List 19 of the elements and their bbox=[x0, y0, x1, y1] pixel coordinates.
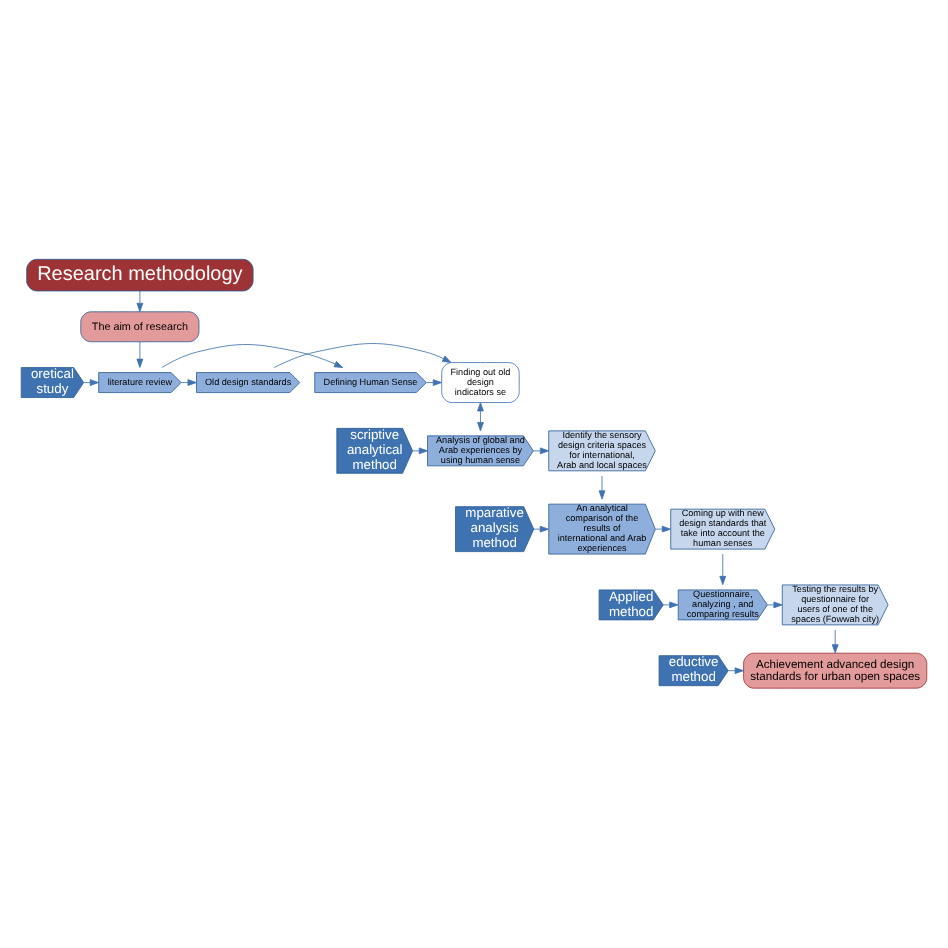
node-box: Research methodology bbox=[26, 257, 254, 291]
arrow bbox=[180, 378, 197, 385]
arrow bbox=[161, 343, 344, 367]
arrow bbox=[766, 600, 783, 608]
arrow bbox=[425, 378, 442, 385]
arrow bbox=[719, 552, 727, 585]
arrow bbox=[831, 628, 839, 653]
arrow bbox=[477, 401, 484, 431]
arrow bbox=[136, 340, 144, 367]
arrow bbox=[662, 600, 679, 608]
arrow bbox=[273, 342, 452, 367]
arrow bbox=[654, 524, 671, 532]
arrow bbox=[412, 446, 428, 454]
arrow bbox=[136, 289, 144, 312]
arrow bbox=[598, 474, 606, 499]
arrow bbox=[533, 446, 550, 454]
arrow bbox=[83, 378, 99, 385]
arrow bbox=[533, 524, 549, 532]
arrow bbox=[727, 666, 744, 673]
